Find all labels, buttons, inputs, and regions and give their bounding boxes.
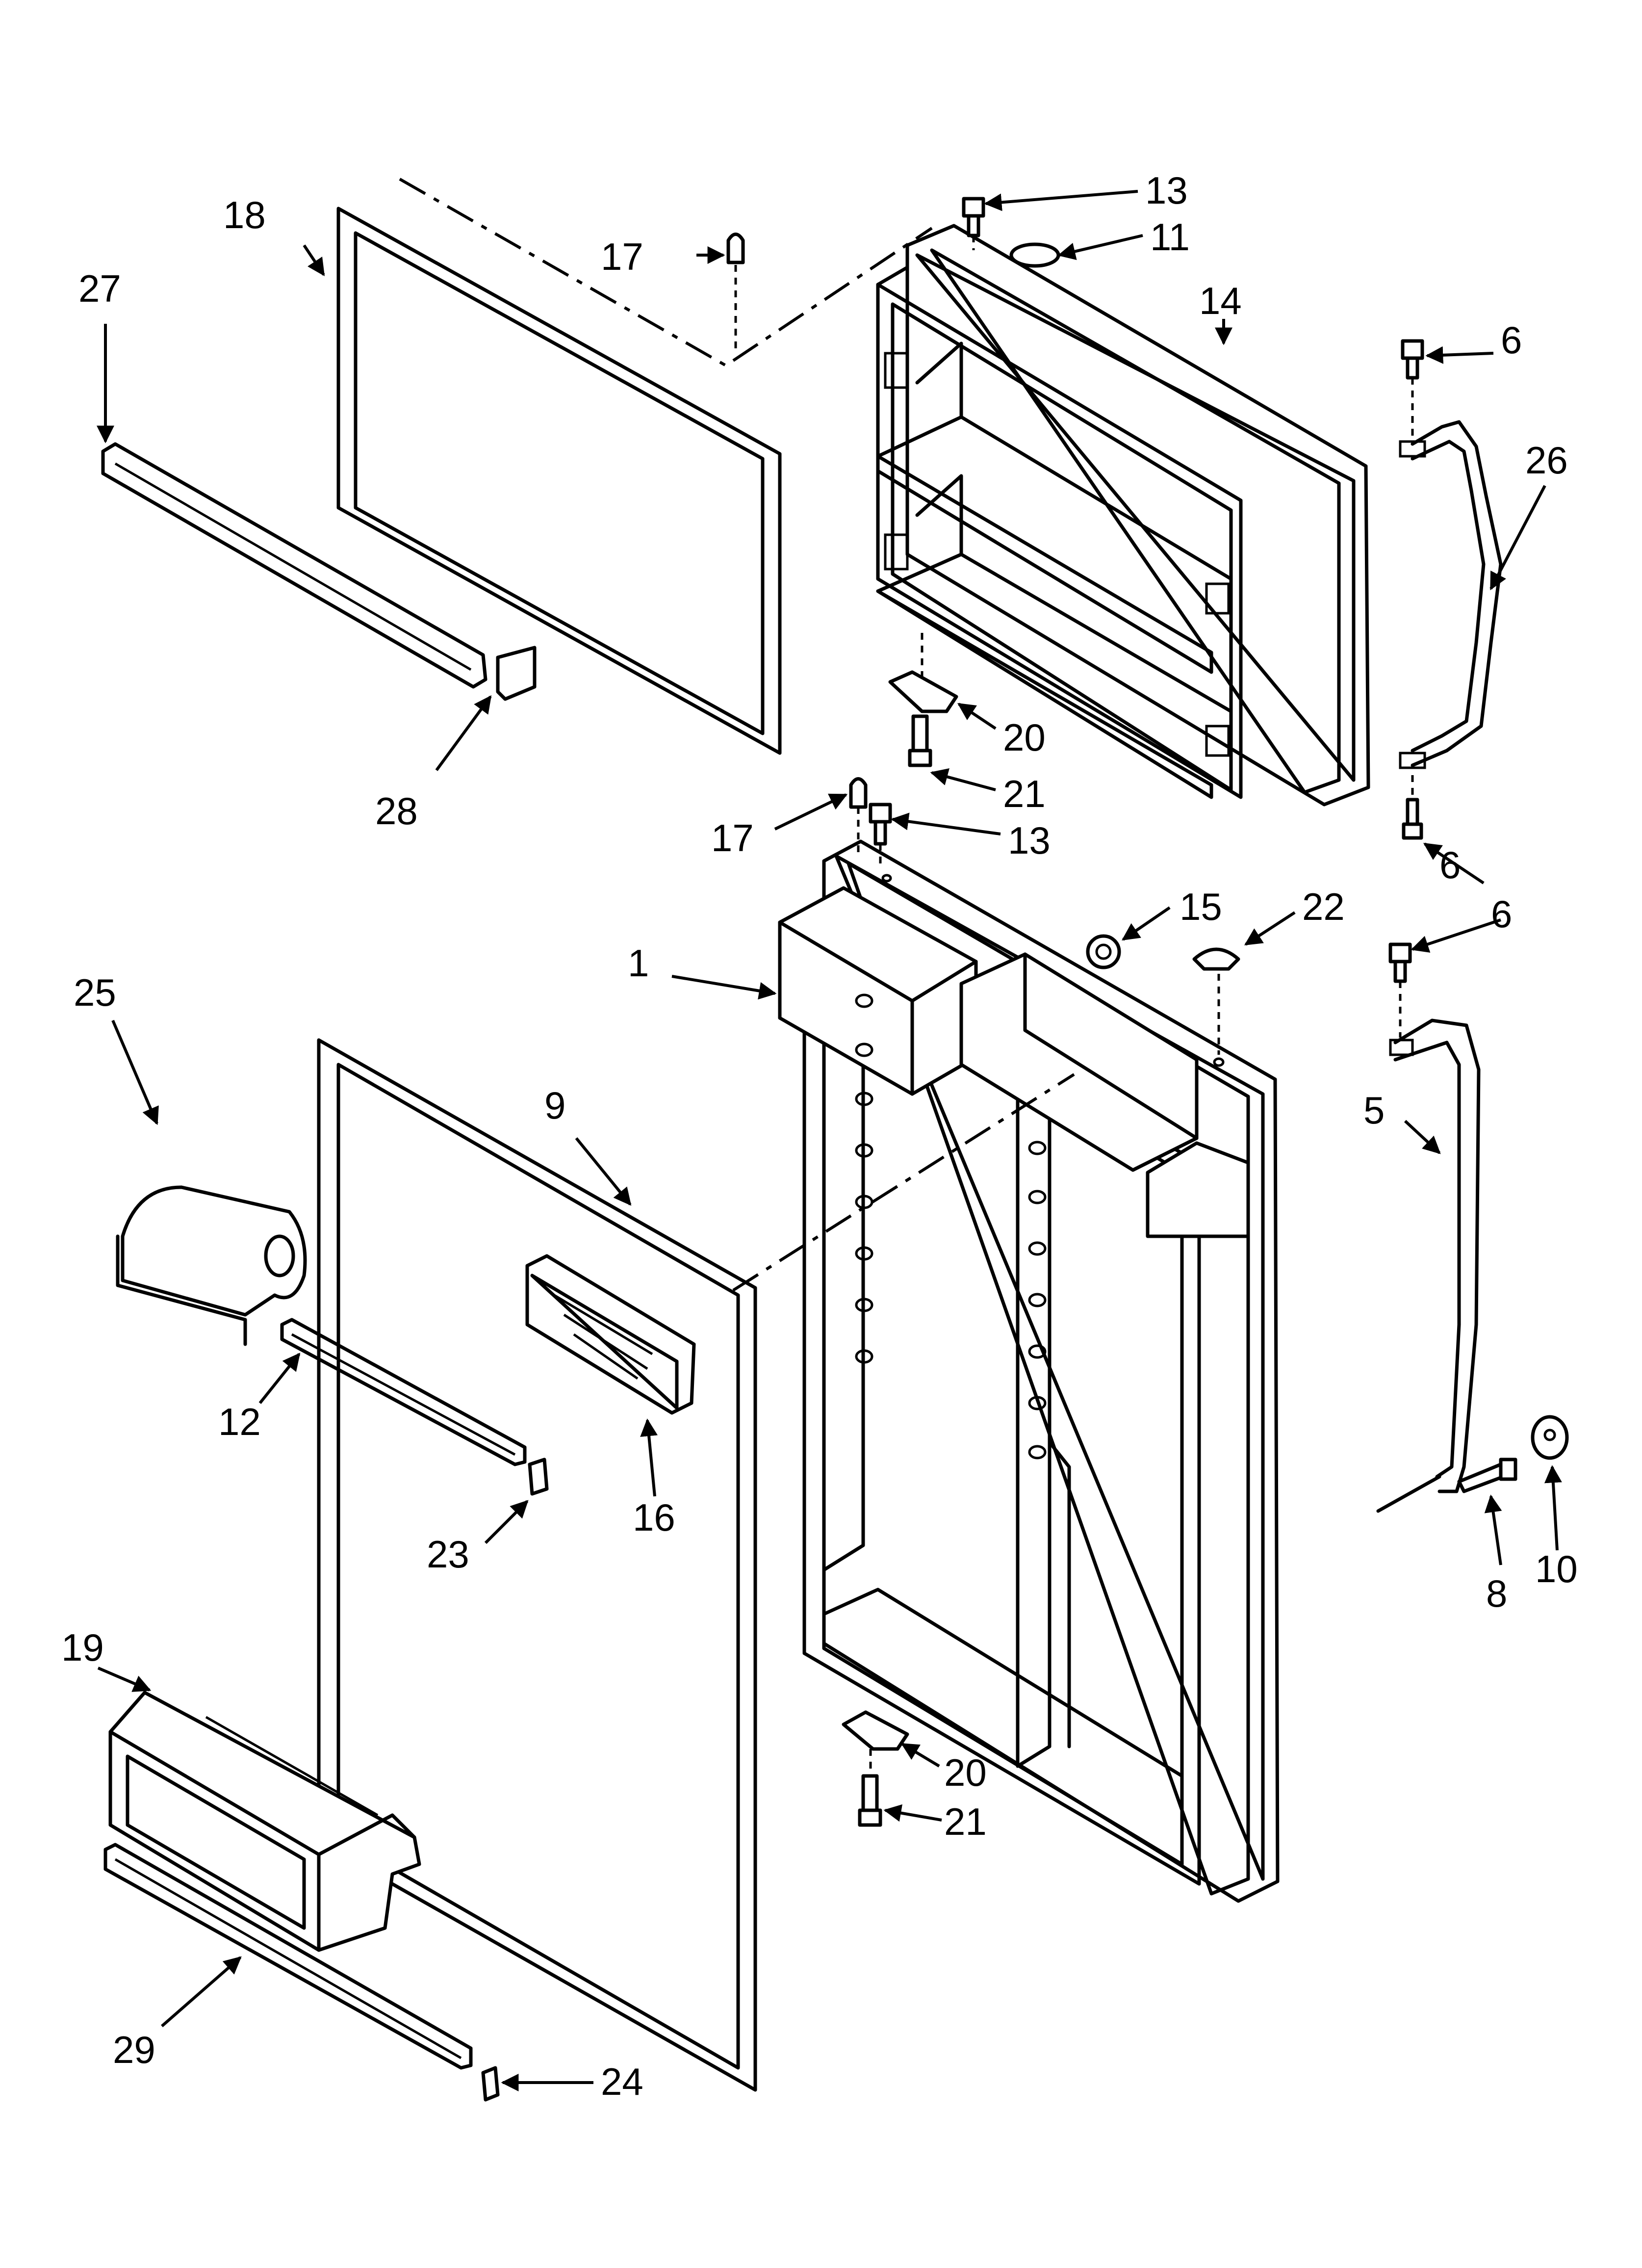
trim-screw xyxy=(1457,1458,1517,1493)
hinge-screw-bottom xyxy=(858,1774,882,1827)
door-shelf-peg-holes xyxy=(855,993,1047,1460)
callout-1: 1 xyxy=(628,941,649,985)
callout-9: 9 xyxy=(544,1084,565,1127)
handle-screw-lower xyxy=(1388,942,1412,1038)
callout-6-middle: 6 xyxy=(1491,892,1512,936)
callout-18: 18 xyxy=(223,193,266,236)
callout-6-top: 6 xyxy=(1501,318,1522,362)
callout-22: 22 xyxy=(1302,885,1345,928)
callout-11: 11 xyxy=(1150,215,1190,259)
utility-compartment-door xyxy=(116,1185,307,1346)
bin-trim-end-cap xyxy=(481,2066,500,2102)
freezer-shelf-trim-cap xyxy=(496,646,537,701)
callout-21-top: 21 xyxy=(1003,772,1046,815)
hinge-screw-middle xyxy=(869,803,892,883)
dairy-compartment-door xyxy=(525,1254,696,1415)
callout-26: 26 xyxy=(1525,439,1568,482)
callout-15: 15 xyxy=(1180,885,1222,928)
callout-12: 12 xyxy=(218,1400,261,1443)
callout-20-top: 20 xyxy=(1003,716,1046,759)
bin-trim-rail xyxy=(103,1843,473,2070)
grommet-top xyxy=(1009,242,1060,268)
callout-16: 16 xyxy=(633,1496,675,1539)
hinge-screw-top xyxy=(962,197,985,250)
fresh-food-door-gasket xyxy=(317,1038,1075,2092)
hinge-screw-upper xyxy=(908,714,932,767)
callout-8: 8 xyxy=(1486,1572,1507,1615)
callout-17-bottom: 17 xyxy=(711,816,754,860)
freezer-door-gasket xyxy=(336,178,933,755)
callout-17-top: 17 xyxy=(601,235,643,278)
callout-leaders xyxy=(97,190,1562,2091)
callout-28: 28 xyxy=(375,789,418,833)
freezer-shelf-trim xyxy=(101,442,487,689)
callout-14: 14 xyxy=(1199,279,1242,322)
callout-25: 25 xyxy=(74,971,116,1014)
callout-20-bottom: 20 xyxy=(944,1751,987,1794)
screw-cover-cap xyxy=(1531,1415,1569,1460)
fresh-food-door-handle xyxy=(1376,1018,1481,1513)
fresh-food-door-liner xyxy=(778,839,1280,1903)
shelf-trim-end-cap xyxy=(528,1458,549,1496)
hinge-hole-plug xyxy=(1192,947,1240,1067)
handle-screw-top xyxy=(1401,339,1424,437)
freezer-door-liner xyxy=(876,224,1370,807)
door-stop-plug-top xyxy=(726,233,745,353)
handle-screw-middle xyxy=(1402,775,1423,840)
callout-19: 19 xyxy=(61,1626,104,1669)
shelf-trim-rail xyxy=(280,1318,527,1466)
callout-13-top: 13 xyxy=(1145,169,1188,212)
door-stop-button xyxy=(1086,934,1121,969)
callout-29: 29 xyxy=(113,2028,155,2071)
hardware xyxy=(726,197,1569,1827)
door-stop-plug-bottom xyxy=(849,777,868,856)
door-storage-bin xyxy=(108,1691,421,1952)
callout-10: 10 xyxy=(1535,1547,1578,1590)
callout-6-lower: 6 xyxy=(1439,843,1461,886)
callout-27: 27 xyxy=(78,267,121,310)
callout-5: 5 xyxy=(1363,1089,1385,1132)
callout-21-bottom: 21 xyxy=(944,1800,987,1843)
callout-13-bottom: 13 xyxy=(1008,819,1051,862)
callout-24: 24 xyxy=(601,2060,643,2103)
callout-numbers: 17 13 11 14 6 26 18 27 28 20 21 17 13 15… xyxy=(61,169,1578,2103)
hinge-bracket-lower xyxy=(842,1710,909,1776)
callout-23: 23 xyxy=(427,1533,469,1576)
hinge-bracket-upper xyxy=(888,633,958,713)
freezer-door-handle xyxy=(1399,420,1503,769)
